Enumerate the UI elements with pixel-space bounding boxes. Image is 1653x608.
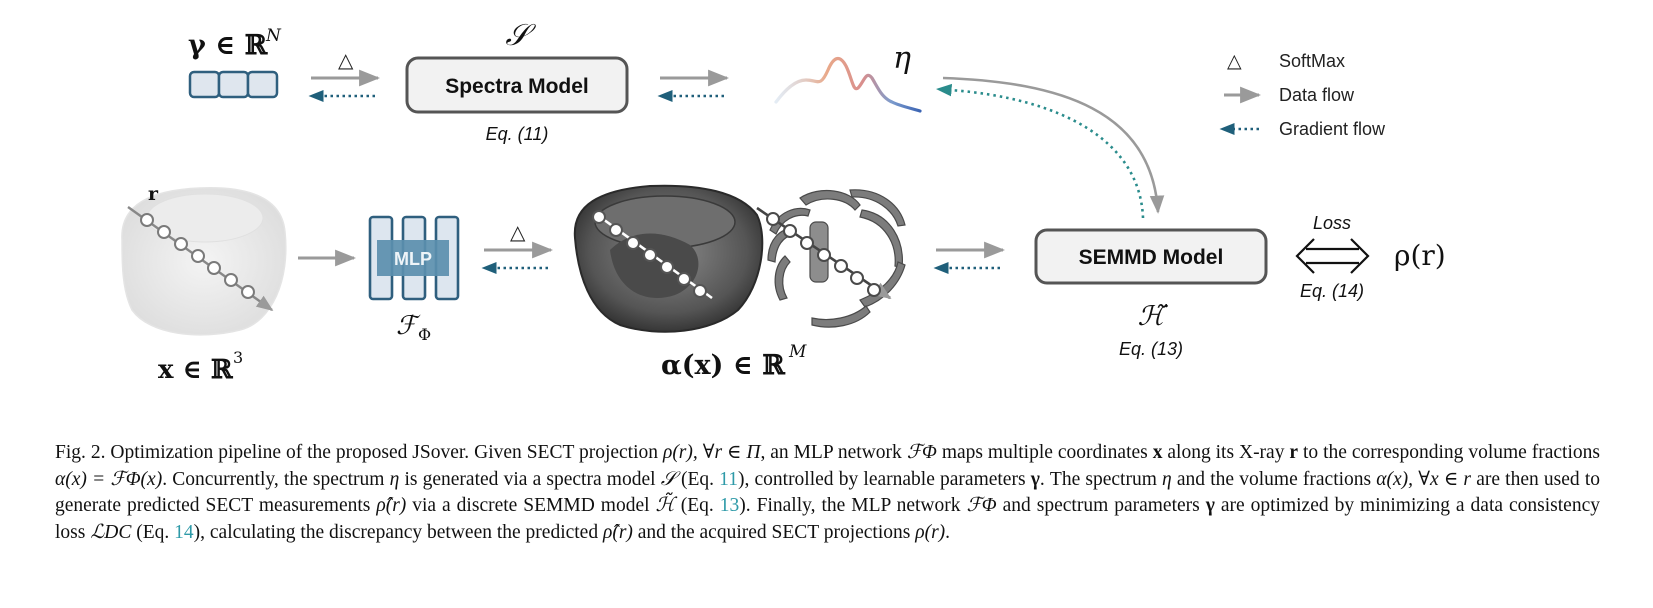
mlp-to-alpha-arrows: △	[481, 222, 554, 274]
caption-math: α(x) = ℱΦ(x)	[55, 468, 163, 490]
material-volume-ribs	[756, 189, 906, 328]
alpha-label-group: α(x) ∈ ℝ M	[661, 342, 807, 381]
caption-text: . The spectrum	[1039, 468, 1163, 490]
legend-softmax-label: SoftMax	[1279, 51, 1345, 71]
loss-group: Loss Eq. (14) ρ(r)	[1295, 213, 1446, 301]
softmax-arrow-top: △	[308, 50, 381, 102]
loss-eq: Eq. (14)	[1300, 281, 1364, 301]
caption-text: ), calculating the discrepancy between t…	[193, 521, 603, 543]
semmd-model-label: SEMMD Model	[1079, 246, 1224, 269]
eta-to-semmd-data-arrow	[942, 76, 1165, 214]
equation-ref-link[interactable]: 13	[719, 495, 740, 516]
caption-text: and the acquired SECT projections	[632, 521, 916, 543]
double-arrow-icon	[1295, 238, 1370, 274]
spectra-model-node: 𝒮 Spectra Model Eq. (11)	[405, 18, 629, 144]
spectra-model-label: Spectra Model	[445, 75, 589, 98]
semmd-model-node: SEMMD Model ℋ̃ Eq. (13)	[1034, 228, 1268, 359]
mlp-label: MLP	[394, 249, 432, 269]
caption-math: ρ(r), ∀r ∈ Π	[662, 442, 761, 463]
spectra-model-symbol: 𝒮	[505, 18, 536, 53]
ribs-icon	[767, 189, 906, 328]
caption-text: maps multiple coordinates	[936, 442, 1153, 463]
caption-text: (Eq.	[131, 521, 175, 543]
caption-math: γ	[1205, 495, 1215, 516]
semmd-model-eq: Eq. (13)	[1119, 339, 1183, 359]
caption-math: x	[1152, 442, 1163, 463]
caption-text: to the corresponding volume fractions	[1298, 442, 1600, 463]
equation-ref-link[interactable]: 11	[719, 468, 738, 490]
ray-sample-points	[140, 213, 255, 299]
caption-math: γ	[1030, 468, 1040, 490]
gamma-input: γ ∈ ℝ N	[188, 26, 282, 99]
pipeline-diagram: γ ∈ ℝ N △ 𝒮 Spectra Model Eq. (11) η △ S…	[121, 18, 1446, 385]
caption-math: α(x), ∀x ∈ r	[1376, 468, 1472, 490]
x-label-sup: 3	[233, 348, 243, 367]
loss-label: Loss	[1313, 213, 1351, 233]
legend-data-flow-label: Data flow	[1279, 85, 1355, 105]
caption-text: and spectrum parameters	[996, 495, 1206, 516]
spectrum-curve	[774, 57, 922, 113]
caption-text: ), controlled by learnable parameters	[737, 468, 1031, 490]
caption-math: η	[1162, 468, 1172, 490]
legend-gradient-flow-label: Gradient flow	[1279, 119, 1386, 139]
gamma-label-sup: N	[265, 26, 282, 46]
spectrum-eta: η	[774, 41, 922, 113]
caption-math: ℒDC	[90, 521, 132, 543]
equation-ref-link[interactable]: 14	[174, 521, 194, 543]
eta-symbol: η	[893, 41, 911, 76]
mlp-node: MLP ℱ Φ	[368, 215, 460, 344]
semmd-model-symbol: ℋ̃	[1138, 301, 1169, 332]
caption-text: along its X-ray	[1162, 442, 1290, 463]
spectra-to-eta-arrows	[657, 69, 730, 102]
alpha-to-semmd-arrows	[933, 241, 1006, 274]
caption-text: Fig. 2. Optimization pipeline of the pro…	[55, 442, 663, 463]
legend: △ SoftMax Data flow Gradient flow	[1219, 51, 1386, 139]
spectra-model-eq: Eq. (11)	[486, 124, 549, 144]
ray-sample-points	[766, 212, 881, 297]
caption-math: r	[1289, 442, 1299, 463]
alpha-label: α(x) ∈ ℝ	[661, 350, 785, 381]
caption-text: .	[945, 521, 951, 543]
caption-math: ℱΦ	[906, 442, 937, 463]
caption-math: ρ̂(r)	[602, 521, 633, 543]
legend-softmax-icon: △	[1227, 51, 1242, 72]
caption-text: are then used to generate predicted SECT…	[55, 468, 1600, 517]
gamma-label: γ ∈ ℝ	[188, 30, 268, 61]
caption-math: η	[389, 468, 400, 490]
caption-text: (Eq.	[675, 468, 720, 490]
mlp-label-band	[377, 240, 449, 276]
ray-sample-points	[592, 210, 707, 298]
semmd-to-eta-gradient-arrow	[935, 83, 1145, 219]
figure-caption: Fig. 2. Optimization pipeline of the pro…	[55, 440, 1600, 546]
caption-text: is generated via a spectra model	[399, 468, 661, 490]
ray-label: r	[148, 183, 159, 205]
caption-text: . Concurrently, the spectrum	[162, 468, 390, 490]
caption-text: are optimized by minimizing a data consi…	[55, 495, 1600, 543]
alpha-label-sup: M	[788, 342, 807, 362]
ghost-volume-with-ray: r x ∈ ℝ 3	[121, 183, 287, 385]
mlp-symbol-sub: Φ	[418, 325, 431, 344]
caption-math: ρ̂(r)	[376, 495, 407, 516]
spectra-model-box	[405, 56, 629, 114]
semmd-model-box	[1034, 228, 1268, 285]
caption-math: ρ(r)	[915, 521, 946, 543]
softmax-triangle-icon: △	[510, 222, 526, 244]
x-label: x ∈ ℝ	[158, 355, 234, 385]
caption-text: ). Finally, the MLP network	[739, 495, 967, 516]
softmax-triangle-icon: △	[338, 50, 354, 72]
caption-text: (Eq.	[674, 495, 720, 516]
caption-math: ℱΦ	[966, 495, 997, 516]
caption-math: 𝒮	[660, 468, 676, 490]
caption-text: via a discrete SEMMD model	[406, 495, 656, 516]
material-volume-heart	[573, 184, 764, 333]
gamma-vector-icon	[188, 70, 279, 99]
caption-math: ℋ̃	[655, 495, 675, 516]
caption-text: , an MLP network	[760, 442, 907, 463]
caption-text: and the volume fractions	[1171, 468, 1377, 490]
rho-label: ρ(r)	[1394, 239, 1446, 272]
